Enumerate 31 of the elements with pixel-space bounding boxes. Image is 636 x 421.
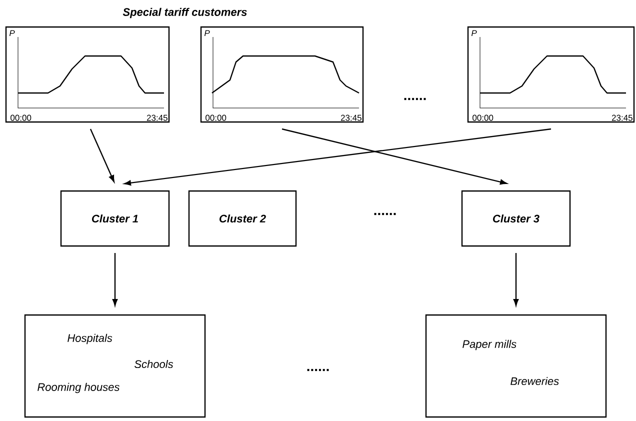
item-text: Schools [134, 360, 174, 368]
tick-label: 23:45 [340, 114, 362, 121]
axis-label: P [471, 30, 477, 36]
item-text: Breweries [510, 376, 559, 386]
cluster-box: Cluster 3 [461, 190, 571, 247]
item-text: Hospitals [68, 334, 112, 344]
title: Special tariff customers [122, 8, 247, 18]
arrow [90, 128, 114, 182]
ellipsis: ...... [404, 98, 426, 100]
arrow [513, 253, 519, 306]
cluster-box: Cluster 2 [188, 190, 297, 247]
tick-label: 23:45 [612, 114, 632, 121]
group-box [24, 314, 206, 418]
ellipsis: ...... [374, 212, 396, 216]
chart-box [200, 26, 364, 123]
tick-label: 23:45 [146, 114, 168, 121]
tick-label: 00:00 [10, 114, 32, 121]
ellipsis: ...... [307, 368, 329, 372]
cluster-box: Cluster 1 [60, 190, 170, 247]
arrow [124, 128, 552, 186]
group-box [425, 314, 607, 418]
axis-label: P [204, 30, 210, 36]
item-text: Rooming houses [38, 382, 120, 394]
axis-label: P [9, 30, 15, 36]
tick-label: 00:00 [206, 114, 226, 121]
chart-box [5, 26, 170, 123]
chart-box [467, 26, 635, 123]
arrow [282, 128, 507, 185]
tick-label: 00:00 [472, 114, 494, 121]
item-text: Paper mills [462, 340, 516, 350]
arrow [112, 253, 118, 306]
